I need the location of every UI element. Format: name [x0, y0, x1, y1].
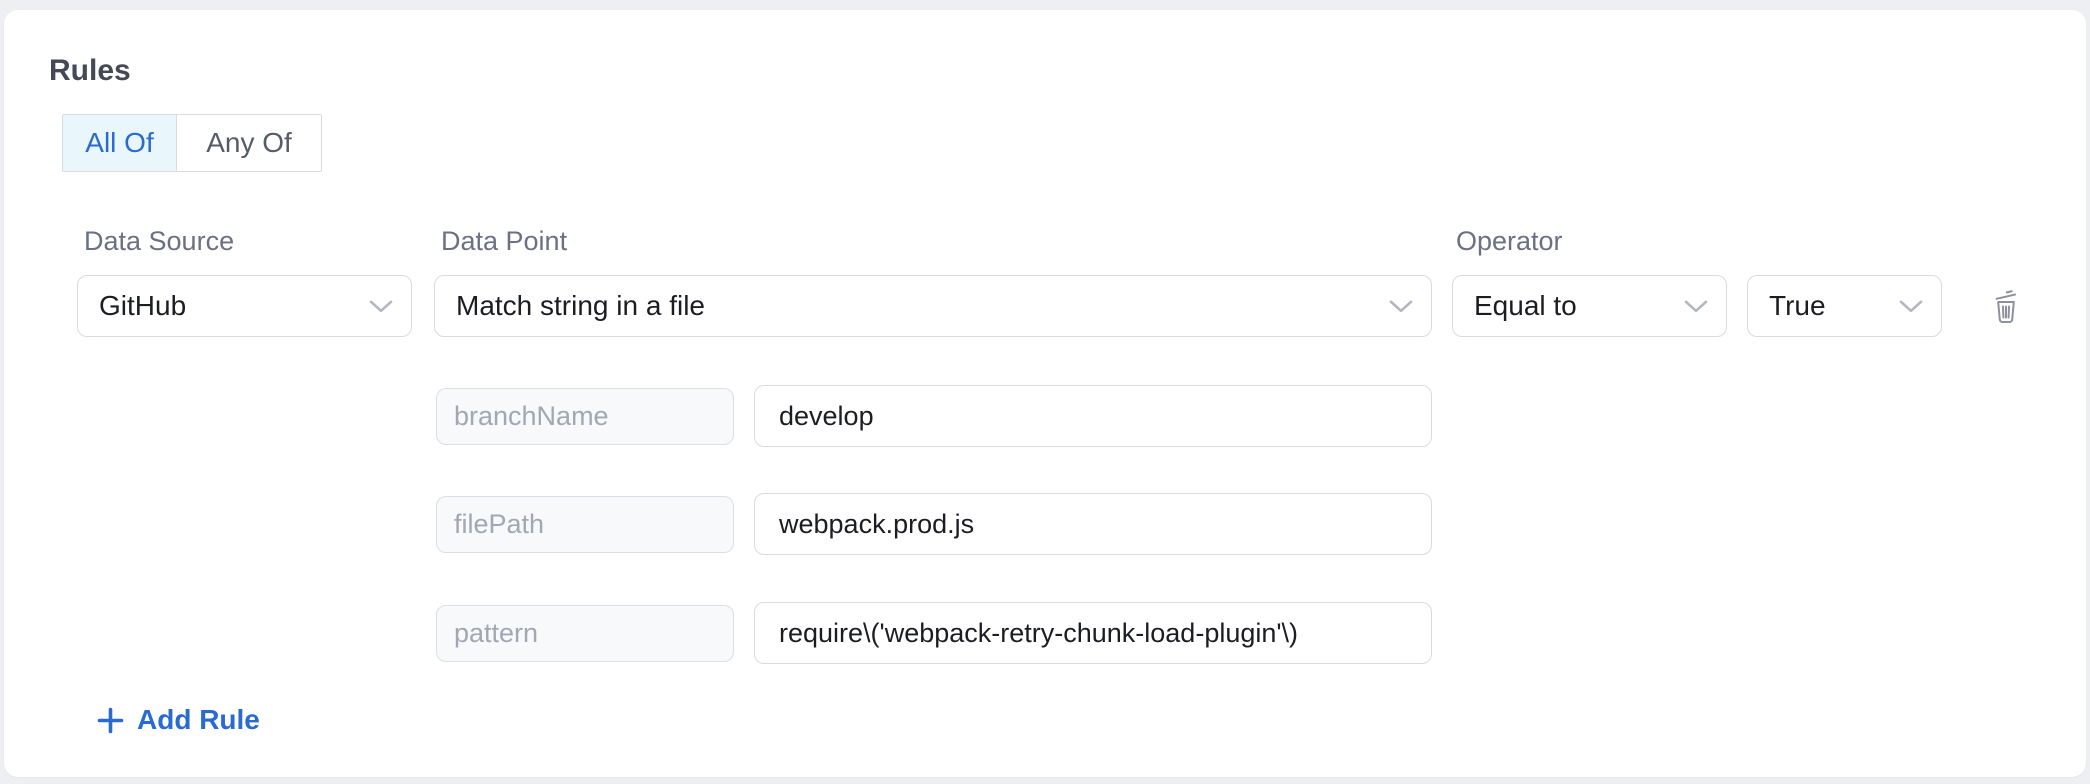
param-value-pattern-input[interactable]	[754, 602, 1432, 664]
operator-select[interactable]: Equal to	[1452, 275, 1727, 337]
param-value-branchname-input[interactable]	[754, 385, 1432, 447]
rules-card: Rules All Of Any Of Data Source Data Poi…	[4, 10, 2086, 777]
match-mode-toggle: All Of Any Of	[62, 114, 322, 172]
add-rule-button[interactable]: Add Rule	[97, 704, 260, 736]
operator-label: Operator	[1456, 226, 1563, 256]
operator-selected-value: Equal to	[1474, 290, 1577, 321]
param-key-filepath: filePath	[436, 496, 734, 553]
plus-icon	[97, 707, 124, 734]
param-value-filepath-input[interactable]	[754, 493, 1432, 555]
param-key-branchname: branchName	[436, 388, 734, 445]
trash-icon	[1992, 289, 2020, 325]
data-source-label: Data Source	[84, 226, 235, 256]
data-point-selected-value: Match string in a file	[456, 290, 705, 321]
chevron-down-icon	[1899, 300, 1923, 314]
chevron-down-icon	[1389, 300, 1413, 314]
data-point-select[interactable]: Match string in a file	[434, 275, 1432, 337]
operand-selected-value: True	[1769, 290, 1826, 321]
delete-rule-button[interactable]	[1984, 285, 2028, 329]
match-mode-all-of[interactable]: All Of	[62, 114, 177, 172]
data-source-select[interactable]: GitHub	[77, 275, 412, 337]
chevron-down-icon	[369, 300, 393, 314]
data-source-selected-value: GitHub	[99, 290, 187, 321]
chevron-down-icon	[1684, 300, 1708, 314]
param-key-pattern: pattern	[436, 605, 734, 662]
add-rule-label: Add Rule	[137, 704, 260, 735]
rules-section-title: Rules	[49, 54, 131, 87]
data-point-label: Data Point	[441, 226, 568, 256]
operand-select[interactable]: True	[1747, 275, 1942, 337]
match-mode-any-of[interactable]: Any Of	[176, 114, 322, 172]
